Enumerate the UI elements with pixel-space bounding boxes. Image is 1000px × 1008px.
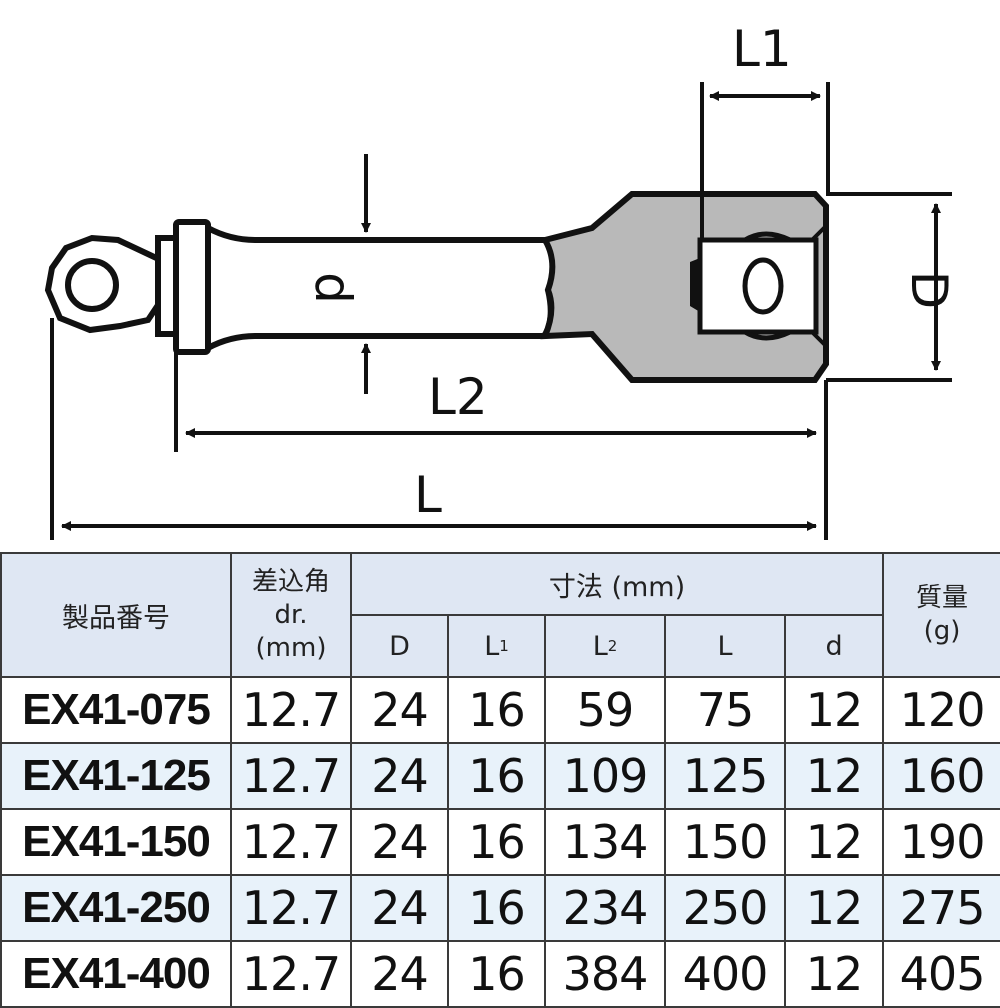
table-row: EX41-250 12.7 24 16 234 250 12 275 (0, 874, 1000, 942)
table-row: EX41-150 12.7 24 16 134 150 12 190 (0, 808, 1000, 876)
cell-d: 12 (783, 742, 885, 810)
table-row: EX41-075 12.7 24 16 59 75 12 120 (0, 676, 1000, 744)
header-L2: L2 (544, 614, 666, 678)
cell-L: 125 (664, 742, 786, 810)
shaft (205, 222, 557, 354)
cell-D: 24 (350, 808, 449, 876)
cell-d: 12 (783, 874, 885, 942)
dimension-D (826, 192, 952, 382)
dimension-L2 (174, 352, 828, 452)
cell-weight: 275 (882, 874, 1000, 942)
cell-L2: 134 (544, 808, 666, 876)
cell-D: 24 (350, 676, 449, 744)
cell-L2: 59 (544, 676, 666, 744)
cell-D: 24 (350, 874, 449, 942)
square-recess (690, 224, 828, 348)
header-L: L (664, 614, 786, 678)
cell-L: 250 (664, 874, 786, 942)
label-L2: L2 (428, 368, 488, 426)
cell-drive: 12.7 (230, 742, 352, 810)
label-L1: L1 (732, 20, 792, 78)
header-dimensions: 寸法 (mm) (349, 552, 885, 616)
cell-weight: 120 (882, 676, 1000, 744)
cell-L: 150 (664, 808, 786, 876)
cell-model: EX41-150 (0, 808, 232, 876)
header-D: D (350, 614, 449, 678)
table-row: EX41-125 12.7 24 16 109 125 12 160 (0, 742, 1000, 810)
cell-L1: 16 (447, 808, 546, 876)
cell-d: 12 (783, 808, 885, 876)
cell-model: EX41-400 (0, 940, 232, 1008)
dimension-L1 (700, 82, 830, 240)
cell-drive: 12.7 (230, 808, 352, 876)
cell-weight: 405 (882, 940, 1000, 1008)
cell-L2: 109 (544, 742, 666, 810)
label-L: L (414, 466, 442, 524)
cell-model: EX41-250 (0, 874, 232, 942)
label-D: D (900, 271, 958, 310)
cell-model: EX41-075 (0, 676, 232, 744)
cell-model: EX41-125 (0, 742, 232, 810)
header-weight: 質量 (g) (882, 552, 1000, 678)
collar (155, 219, 211, 355)
cell-D: 24 (350, 742, 449, 810)
cell-L: 75 (664, 676, 786, 744)
cell-L2: 234 (544, 874, 666, 942)
label-d: d (304, 272, 362, 304)
cell-L2: 384 (544, 940, 666, 1008)
header-model: 製品番号 (0, 552, 232, 678)
header-drive: 差込角 dr. (mm) (230, 552, 352, 678)
cell-L1: 16 (447, 940, 546, 1008)
cell-D: 24 (350, 940, 449, 1008)
cell-L1: 16 (447, 742, 546, 810)
cell-d: 12 (783, 676, 885, 744)
table-row: EX41-400 12.7 24 16 384 400 12 405 (0, 940, 1000, 1008)
dimension-L (50, 318, 828, 540)
cell-weight: 160 (882, 742, 1000, 810)
cell-weight: 190 (882, 808, 1000, 876)
cell-drive: 12.7 (230, 676, 352, 744)
header-d: d (783, 614, 885, 678)
cell-L: 400 (664, 940, 786, 1008)
spec-table: 製品番号 差込角 dr. (mm) 寸法 (mm) 質量 (g) D L1 L2… (0, 552, 1000, 1008)
drive-end-ring (44, 234, 169, 334)
cell-drive: 12.7 (230, 874, 352, 942)
header-L1: L1 (447, 614, 546, 678)
cell-L1: 16 (447, 874, 546, 942)
cell-d: 12 (783, 940, 885, 1008)
extension-bar-drawing: L1 D d L2 L (44, 20, 958, 540)
cell-drive: 12.7 (230, 940, 352, 1008)
cell-L1: 16 (447, 676, 546, 744)
